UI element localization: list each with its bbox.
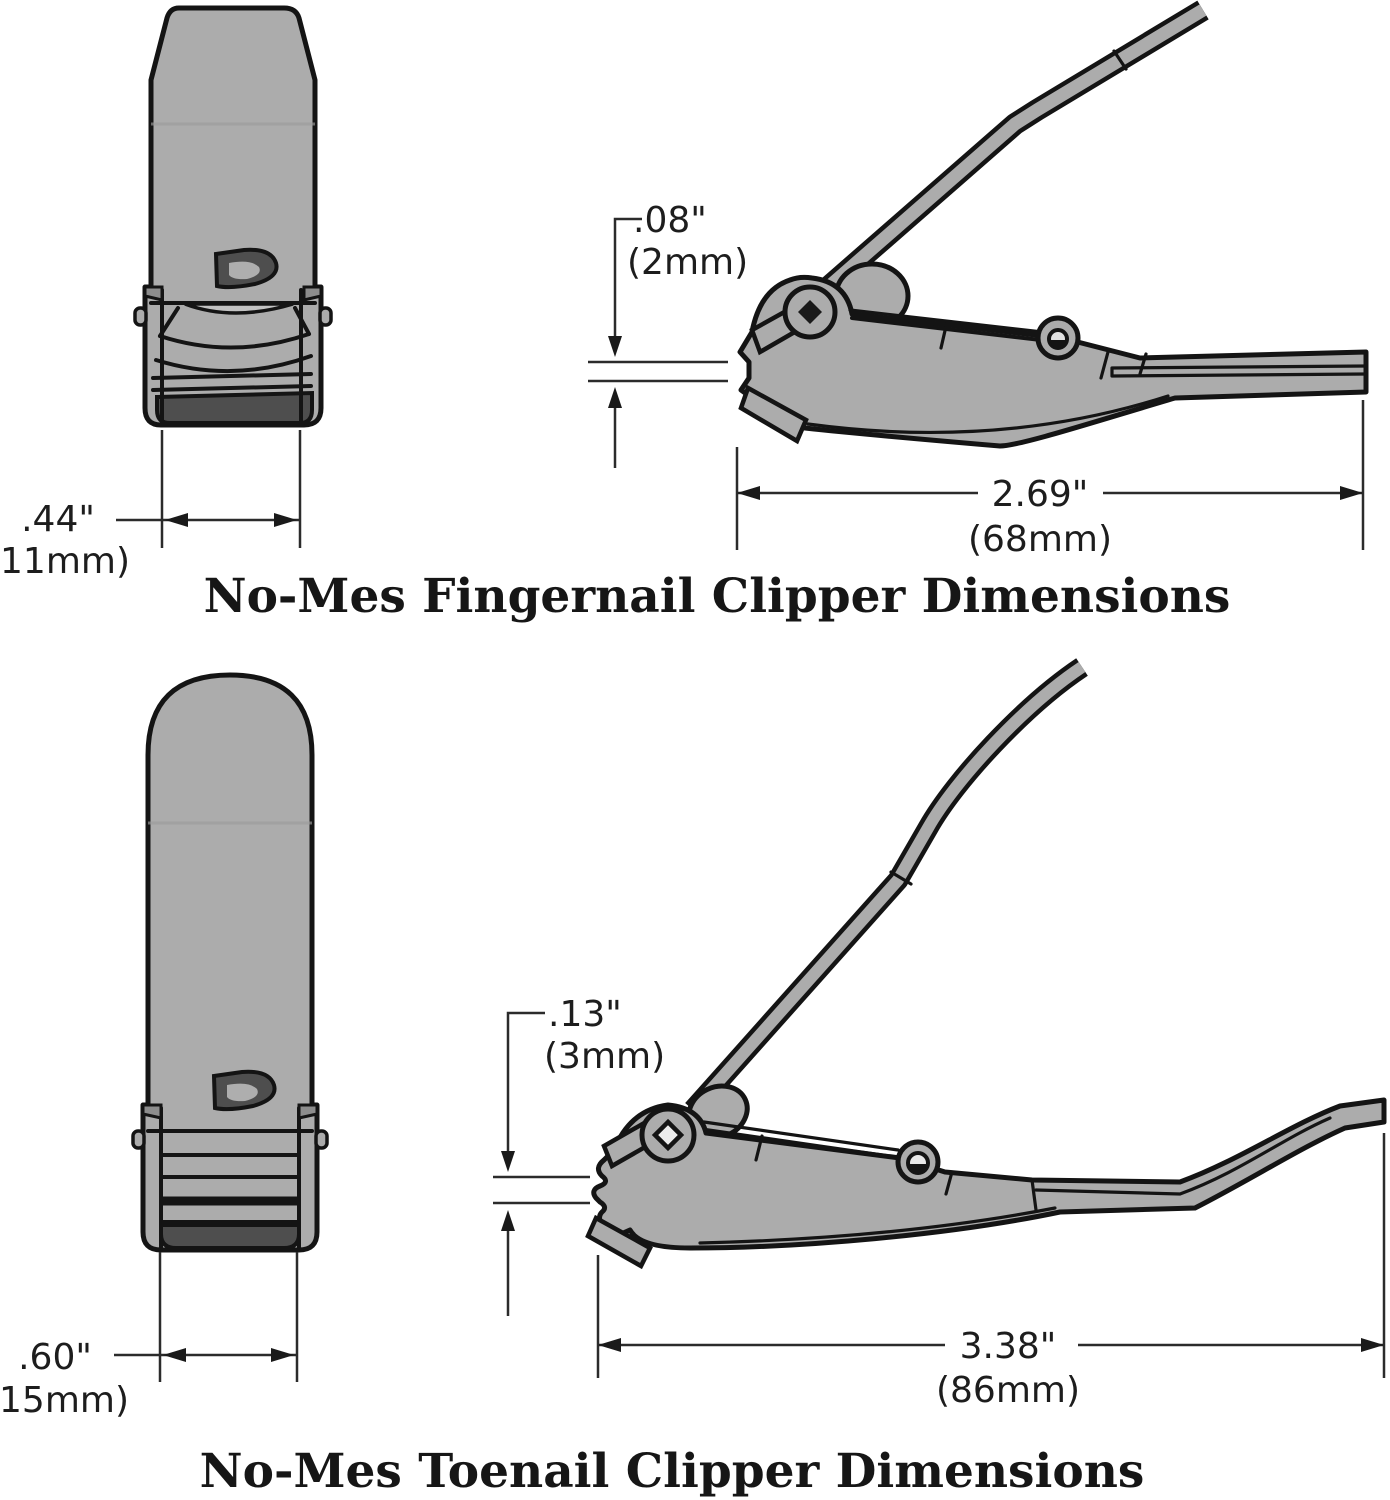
fingernail-side-lower-jaw (738, 384, 809, 445)
fingernail-side-blade-seam (850, 316, 1060, 344)
fingernail-width-arrow-right (274, 513, 297, 527)
toenail-length-metric: (86mm) (936, 1370, 1080, 1411)
fingernail-side-body (737, 274, 1369, 449)
fingernail-front-lens-highlight (184, 302, 294, 315)
fingernail-front-band-line-2 (151, 384, 313, 392)
toenail-front-dark-band (159, 1223, 301, 1250)
fingernail-length-metric: (68mm) (968, 519, 1112, 560)
fingernail-front-body (142, 5, 324, 428)
fingernail-length-arrow-right (1340, 486, 1363, 500)
toenail-width-arrow-right (271, 1348, 294, 1362)
fingernail-length-arrow-left (737, 486, 760, 500)
toenail-length-dimension: 3.38" (86mm) (596, 1133, 1386, 1411)
toenail-side-lever-tick (889, 870, 913, 886)
fingernail-front-band-line-1 (151, 372, 313, 380)
fingernail-side-view (737, 0, 1369, 449)
fingernail-front-view (133, 5, 333, 428)
fingernail-side-handle-slot (1110, 364, 1368, 378)
fingernail-gap-inches: .08" (633, 200, 707, 241)
toenail-side-seam-tick-1 (754, 1134, 764, 1162)
toenail-width-dimension: .60" (15mm) (0, 1252, 299, 1421)
toenail-length-arrow-left (598, 1338, 621, 1352)
fingernail-side-top-blade-line (848, 308, 1062, 336)
fingernail-length-dimension: 2.69" (68mm) (735, 400, 1365, 560)
fingernail-front-dark-band (155, 390, 314, 425)
fingernail-side-pivot-diamond (798, 300, 822, 324)
fingernail-gap-metric: (2mm) (627, 242, 748, 283)
toenail-gap-dimension: .13" (3mm) (493, 994, 665, 1316)
toenail-side-handle-seam (1034, 1116, 1332, 1196)
fingernail-width-dimension: .44" (11mm) (0, 430, 302, 582)
toenail-side-lever (688, 662, 1086, 1114)
toenail-front-tab-notch-left (141, 1103, 163, 1120)
toenail-width-inches: .60" (18, 1337, 92, 1378)
fingernail-gap-arrow-up (608, 387, 622, 408)
fingernail-gap-dimension: .08" (2mm) (588, 200, 748, 468)
toenail-side-pivot-diamond (651, 1118, 685, 1152)
toenail-front-tab-notch-right (297, 1103, 319, 1120)
toenail-width-arrow-left (163, 1348, 186, 1362)
fingernail-side-seam-tick-1 (939, 320, 949, 350)
toenail-side-rivet-shadow (909, 1164, 927, 1173)
toenail-front-body (140, 672, 320, 1253)
toenail-front-pin-left (131, 1129, 146, 1150)
fingernail-front-band-curve-2 (154, 354, 313, 374)
toenail-side-junction-line (1030, 1178, 1038, 1212)
toenail-gap-arrow-down (501, 1151, 515, 1172)
fingernail-front-band-curve-1 (158, 332, 311, 350)
toenail-side-body (591, 1097, 1387, 1251)
toenail-width-metric: (15mm) (0, 1380, 129, 1421)
fingernail-front-pin-right (318, 306, 333, 327)
fingernail-width-arrow-left (165, 513, 188, 527)
toenail-side-lower-jaw (585, 1214, 653, 1270)
fingernail-side-junction-tick (1138, 352, 1148, 376)
fingernail-width-metric: (11mm) (0, 541, 130, 582)
fingernail-width-inches: .44" (21, 499, 95, 540)
toenail-length-inches: 3.38" (960, 1326, 1057, 1367)
fingernail-side-lever-tick (1112, 49, 1128, 71)
toenail-side-top-blade-line (702, 1120, 900, 1152)
fingernail-length-inches: 2.69" (992, 474, 1089, 515)
fingernail-front-tab-notch-left (143, 285, 164, 302)
toenail-side-blade-seam (704, 1128, 902, 1160)
toenail-side-view (585, 658, 1387, 1270)
fingernail-gap-arrow-down (608, 336, 622, 357)
fingernail-front-pin-left (133, 306, 148, 327)
toenail-gap-metric: (3mm) (544, 1036, 665, 1077)
fingernail-side-seam-tick-2 (1099, 350, 1110, 380)
toenail-title: No-Mes Toenail Clipper Dimensions (200, 1444, 1145, 1499)
toenail-front-pin-right (314, 1129, 329, 1150)
toenail-side-bottom-inner-line (698, 1206, 1057, 1245)
fingernail-front-tab-notch-right (302, 285, 323, 302)
fingernail-side-bottom-inner-line (806, 394, 1170, 435)
toenail-gap-arrow-up (501, 1210, 515, 1231)
toenail-side-seam-tick-2 (944, 1170, 954, 1196)
fingernail-side-rivet-shadow (1050, 340, 1066, 348)
fingernail-title: No-Mes Fingernail Clipper Dimensions (204, 569, 1231, 624)
toenail-front-view (131, 672, 329, 1253)
toenail-gap-inches: .13" (548, 994, 622, 1035)
toenail-length-arrow-right (1361, 1338, 1384, 1352)
